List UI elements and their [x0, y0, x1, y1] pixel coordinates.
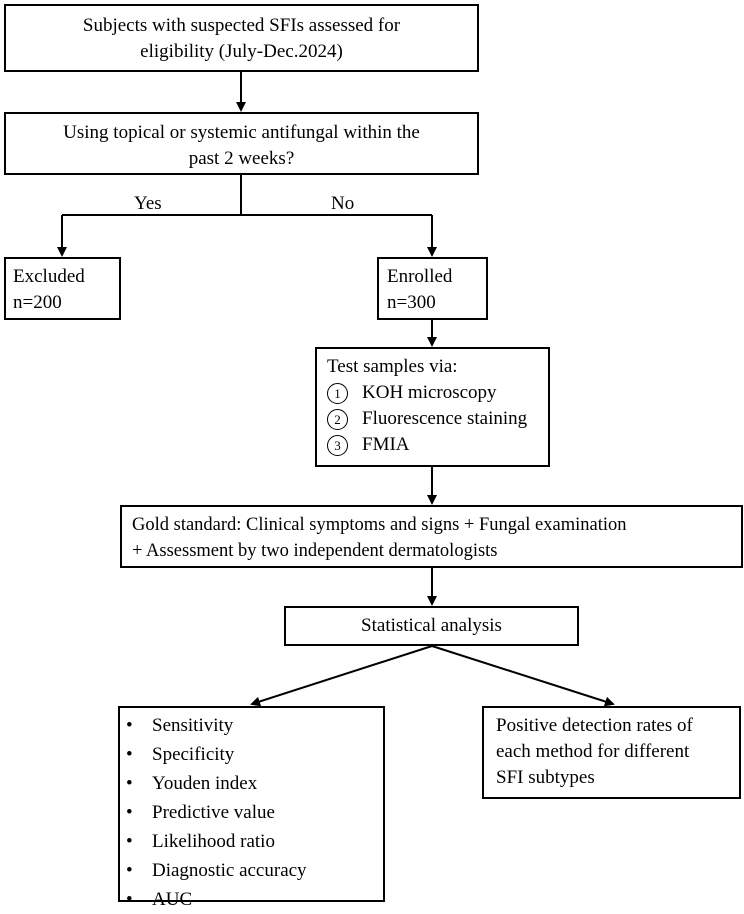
metric-label: Youden index: [152, 773, 258, 794]
metric-label: Likelihood ratio: [152, 831, 275, 852]
excluded-count: n=200: [13, 292, 62, 313]
subtypes-line1: Positive detection rates of: [496, 715, 693, 736]
branch-label-yes: Yes: [134, 193, 162, 214]
test-method-label: Fluorescence staining: [362, 408, 528, 429]
bullet-icon: •: [126, 831, 133, 852]
subtypes-line3: SFI subtypes: [496, 767, 595, 788]
test-method-label: KOH microscopy: [362, 382, 497, 403]
number-circle-2-icon: 2: [327, 408, 348, 430]
test-method-2: 2 Fluorescence staining: [327, 406, 548, 432]
subtypes-line2: each method for different: [496, 741, 690, 762]
branch-label-no: No: [331, 193, 355, 214]
test-method-3: 3 FMIA: [327, 432, 548, 458]
metric-label: Predictive value: [152, 802, 275, 823]
test-method-label: FMIA: [362, 434, 410, 455]
question-line2: past 2 weeks?: [188, 148, 295, 169]
list-item: • Youden index: [120, 769, 383, 798]
list-item: • Predictive value: [120, 798, 383, 827]
list-item: • Sensitivity: [120, 711, 383, 740]
excluded-label: Excluded: [13, 266, 85, 287]
enrolled-label: Enrolled: [387, 266, 453, 287]
metric-label: Diagnostic accuracy: [152, 860, 307, 881]
diagnostic-metrics-box: •Sensitivity •Specificity •Youden index …: [118, 706, 385, 910]
bullet-icon: •: [126, 860, 133, 881]
list-item: • Diagnostic accuracy: [120, 856, 383, 885]
arrow-statistics-to-subtypes: [431, 645, 615, 707]
metrics-list: •Sensitivity •Specificity •Youden index …: [120, 711, 383, 914]
excluded-box: Excluded n=200: [4, 257, 121, 320]
antifungal-question-box: Using topical or systemic antifungal wit…: [4, 112, 479, 175]
question-line1: Using topical or systemic antifungal wit…: [63, 122, 420, 143]
bullet-icon: •: [126, 802, 133, 823]
gold-standard-box: Gold standard: Clinical symptoms and sig…: [120, 505, 743, 568]
bullet-icon: •: [126, 773, 133, 794]
gold-standard-line2: + Assessment by two independent dermatol…: [132, 541, 498, 561]
gold-standard-line1: Gold standard: Clinical symptoms and sig…: [132, 515, 627, 535]
metric-label: Sensitivity: [152, 715, 234, 736]
bullet-icon: •: [126, 744, 133, 765]
subtype-detection-box: Positive detection rates of each method …: [482, 706, 741, 799]
test-samples-title: Test samples via:: [327, 356, 458, 377]
bullet-icon: •: [126, 715, 133, 736]
arrow-statistics-to-metrics: [250, 645, 433, 707]
test-samples-box: Test samples via: 1 KOH microscopy 2 Flu…: [315, 347, 550, 467]
statistical-analysis-box: Statistical analysis: [284, 606, 579, 646]
statistical-analysis-label: Statistical analysis: [361, 615, 502, 636]
metric-label: Specificity: [152, 744, 235, 765]
bullet-icon: •: [126, 889, 133, 910]
list-item: • AUC: [120, 885, 383, 914]
enrolled-box: Enrolled n=300: [377, 257, 488, 320]
list-item: • Likelihood ratio: [120, 827, 383, 856]
enrolled-count: n=300: [387, 292, 436, 313]
screening-box: Subjects with suspected SFIs assessed fo…: [4, 4, 479, 72]
number-circle-3-icon: 3: [327, 434, 348, 456]
screening-line1: Subjects with suspected SFIs assessed fo…: [82, 15, 401, 36]
metric-label: AUC: [152, 889, 193, 910]
list-item: • Specificity: [120, 740, 383, 769]
test-method-1: 1 KOH microscopy: [327, 380, 548, 406]
screening-line2: eligibility (July-Dec.2024): [140, 41, 343, 62]
number-circle-1-icon: 1: [327, 382, 348, 404]
